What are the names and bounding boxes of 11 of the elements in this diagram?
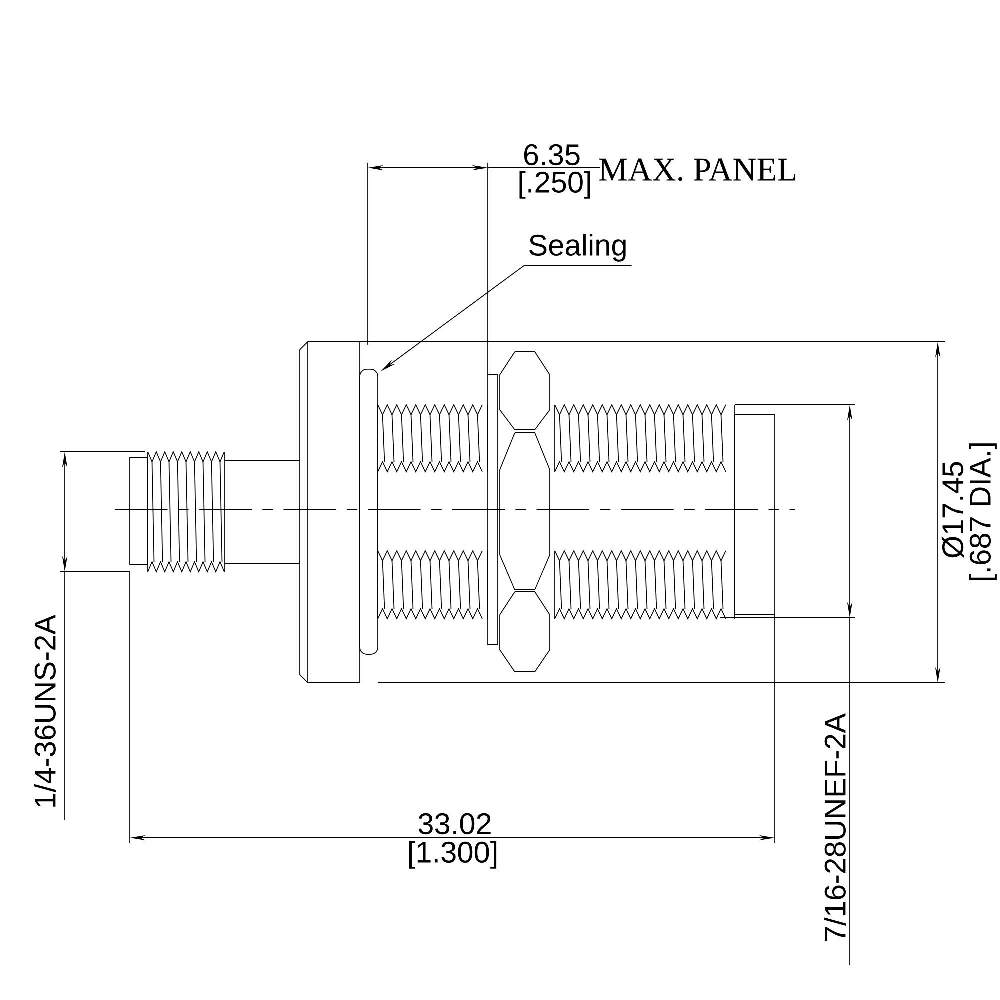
- dimension-value: [1.300]: [409, 841, 497, 869]
- sealing-ring: [360, 369, 378, 655]
- dimension-value: [.687 DIA.]: [969, 444, 997, 580]
- panel-note: MAX. PANEL: [599, 158, 796, 182]
- dimension-value: Ø17.45: [942, 462, 964, 558]
- callout-label: Sealing: [524, 234, 632, 266]
- dimension-value: 33.02: [418, 813, 491, 835]
- thread-spec: 1/4-36UNS-2A: [34, 614, 56, 807]
- dimension-value: [.250]: [520, 171, 590, 199]
- dimension-value: 6.35: [524, 144, 580, 166]
- thread-spec: 7/16-28UNEF-2A: [824, 714, 846, 942]
